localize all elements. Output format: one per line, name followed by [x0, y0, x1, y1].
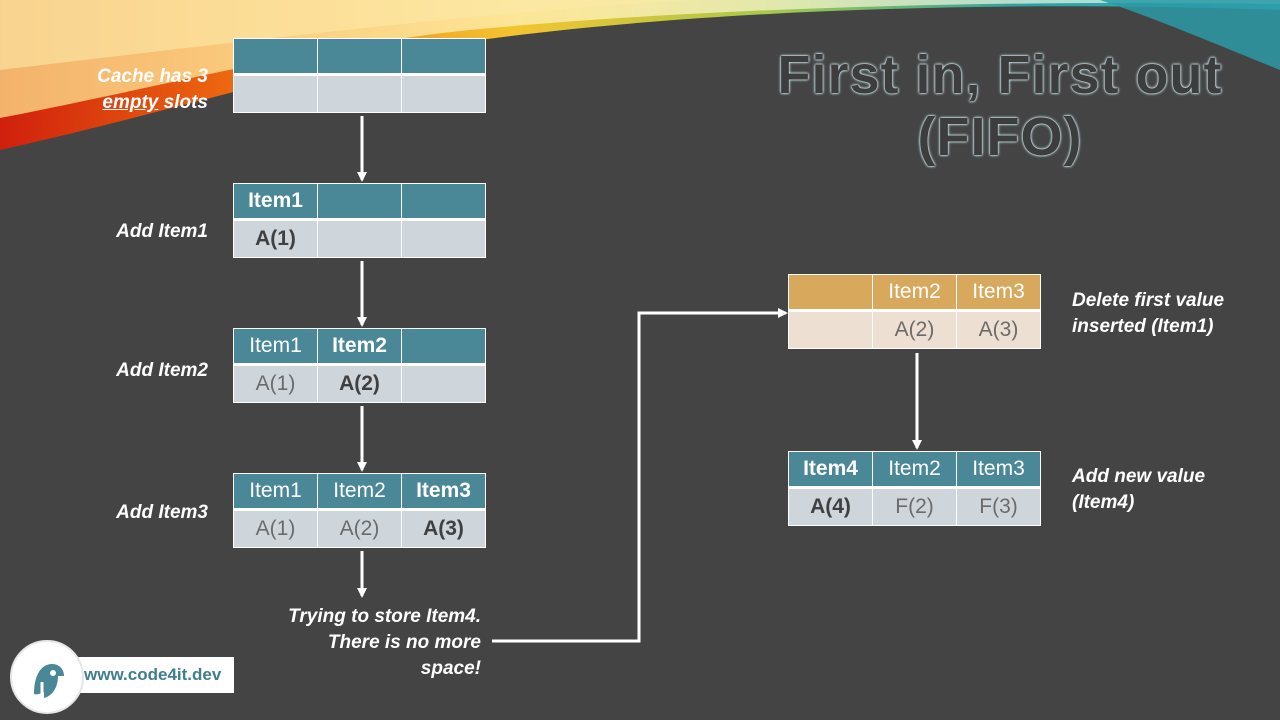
page-title: First in, First out (FIFO)	[700, 44, 1280, 168]
cache-table-item1: Item1 A(1)	[233, 183, 486, 258]
key-cell: Item1	[233, 473, 318, 511]
key-cell: Item2	[872, 274, 957, 312]
store-note: Trying to store Item4. There is no more …	[230, 604, 481, 682]
label-text: slots	[163, 92, 208, 113]
cache-table-delete: Item2 Item3 A(2) A(3)	[788, 274, 1041, 349]
key-cell: Item3	[956, 274, 1041, 312]
key-cell: Item3	[956, 451, 1041, 489]
label-line: Delete first value	[1072, 290, 1225, 311]
value-row	[233, 74, 486, 113]
key-cell	[401, 183, 486, 221]
value-cell: A(4)	[788, 487, 873, 526]
key-row: Item1 Item2 Item3	[233, 473, 486, 511]
value-row: A(1)	[233, 219, 486, 258]
key-cell: Item2	[872, 451, 957, 489]
note-line: space!	[420, 658, 481, 679]
label-line: Add new value	[1072, 466, 1206, 487]
value-cell	[401, 74, 486, 113]
key-row: Item1	[233, 183, 486, 221]
decorative-swoosh	[0, 0, 1280, 150]
key-cell	[317, 38, 402, 76]
value-cell: A(3)	[956, 310, 1041, 349]
key-cell: Item1	[233, 183, 318, 221]
label-line: (Item4)	[1072, 492, 1135, 513]
note-line: Trying to store Item4.	[288, 606, 481, 627]
label-text: Cache has 3	[97, 66, 208, 87]
key-row: Item4 Item2 Item3	[788, 451, 1041, 489]
delete-label: Delete first value inserted (Item1)	[1072, 288, 1272, 340]
key-row: Item1 Item2	[233, 328, 486, 366]
value-cell	[788, 310, 873, 349]
cache-table-add-item4: Item4 Item2 Item3 A(4) F(2) F(3)	[788, 451, 1041, 526]
cache-table-empty	[233, 38, 486, 113]
value-cell	[233, 74, 318, 113]
value-cell: F(2)	[872, 487, 957, 526]
step-label-add-item2: Add Item2	[116, 360, 208, 381]
value-cell	[401, 364, 486, 403]
key-cell	[233, 38, 318, 76]
cache-table-item3: Item1 Item2 Item3 A(1) A(2) A(3)	[233, 473, 486, 548]
value-row: A(4) F(2) F(3)	[788, 487, 1041, 526]
key-cell: Item2	[317, 473, 402, 511]
note-line: There is no more	[327, 632, 481, 653]
key-cell: Item3	[401, 473, 486, 511]
add-label: Add new value (Item4)	[1072, 464, 1272, 516]
key-cell	[401, 328, 486, 366]
value-row: A(2) A(3)	[788, 310, 1041, 349]
key-cell: Item1	[233, 328, 318, 366]
parrot-logo-icon	[34, 664, 64, 698]
value-cell: A(1)	[233, 509, 318, 548]
key-row	[233, 38, 486, 76]
value-row: A(1) A(2) A(3)	[233, 509, 486, 548]
title-line-2: (FIFO)	[917, 107, 1083, 167]
value-cell: A(2)	[317, 509, 402, 548]
cache-table-item2: Item1 Item2 A(1) A(2)	[233, 328, 486, 403]
step-label-add-item1: Add Item1	[116, 221, 208, 242]
value-cell: A(1)	[233, 364, 318, 403]
logo	[10, 640, 84, 714]
step-label-empty: Cache has 3 empty slots	[20, 64, 208, 116]
arrow-to-delete	[492, 308, 788, 643]
step-label-add-item3: Add Item3	[116, 502, 208, 523]
key-row: Item2 Item3	[788, 274, 1041, 312]
key-cell	[401, 38, 486, 76]
value-cell: A(1)	[233, 219, 318, 258]
title-line-1: First in, First out	[777, 45, 1223, 105]
value-cell: F(3)	[956, 487, 1041, 526]
label-line: inserted (Item1)	[1072, 316, 1214, 337]
label-emphasis: empty	[102, 92, 159, 113]
key-cell	[788, 274, 873, 312]
value-cell: A(2)	[872, 310, 957, 349]
key-cell: Item4	[788, 451, 873, 489]
value-cell: A(3)	[401, 509, 486, 548]
value-cell: A(2)	[317, 364, 402, 403]
value-cell	[401, 219, 486, 258]
key-cell	[317, 183, 402, 221]
value-row: A(1) A(2)	[233, 364, 486, 403]
value-cell	[317, 74, 402, 113]
value-cell	[317, 219, 402, 258]
site-url[interactable]: www.code4it.dev	[76, 657, 234, 693]
key-cell: Item2	[317, 328, 402, 366]
